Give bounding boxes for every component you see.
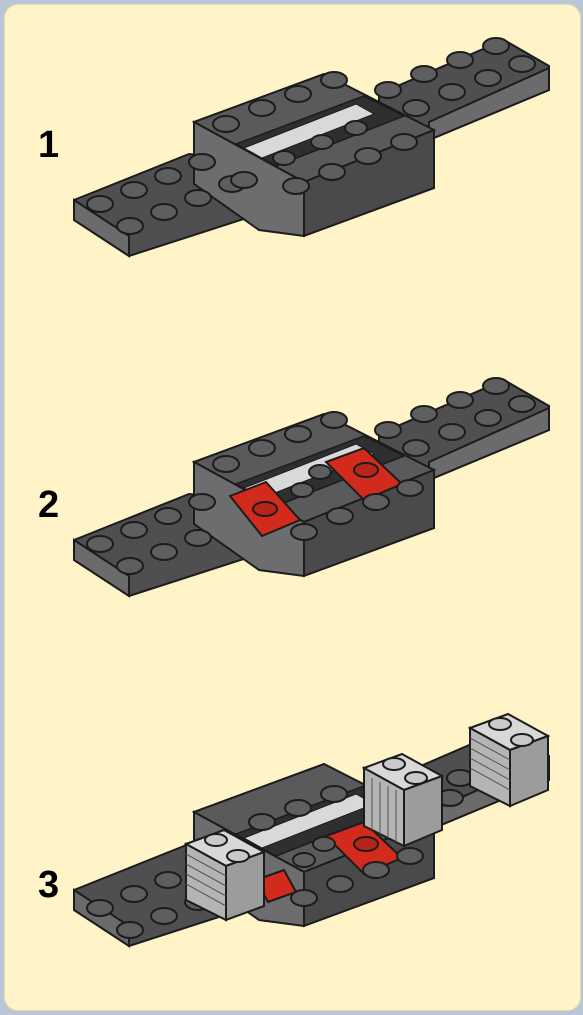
step-3: 3 xyxy=(4,694,581,1014)
step-1: 1 xyxy=(4,4,581,324)
step-2-illustration xyxy=(4,344,581,664)
step-number-2: 2 xyxy=(38,484,59,527)
step-number-1: 1 xyxy=(38,124,59,167)
step-3-illustration xyxy=(4,694,581,1014)
step-number-3: 3 xyxy=(38,864,59,907)
step-1-illustration xyxy=(4,4,581,324)
instruction-page: 1 xyxy=(4,4,581,1011)
step-2: 2 xyxy=(4,344,581,664)
grille-brick-right xyxy=(470,714,548,806)
